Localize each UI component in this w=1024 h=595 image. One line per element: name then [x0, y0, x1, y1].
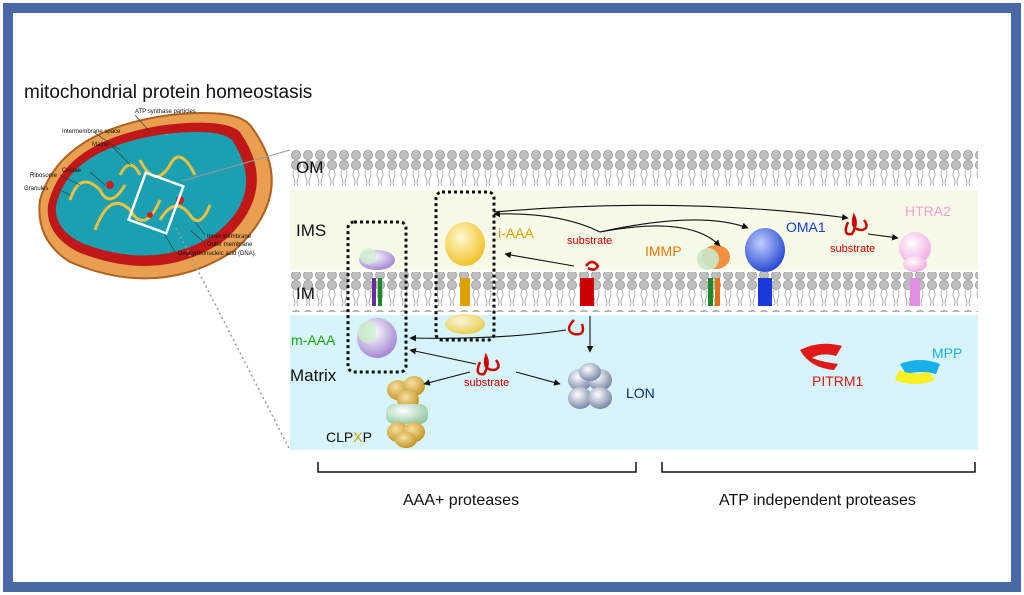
label-immp: IMMP [645, 243, 682, 259]
label-outer-membrane: Outer membrane [207, 242, 253, 248]
immp-protease [697, 245, 730, 306]
label-substrate-htra2: substrate [830, 243, 875, 255]
label-clpxp-p: P [363, 429, 372, 445]
label-intermembrane-space: Intermembrane space [62, 129, 121, 135]
label-m-aaa: m-AAA [291, 332, 336, 348]
flow-arrows [409, 204, 899, 386]
label-granules: Granules [24, 186, 48, 192]
label-atp-independent: ATP independent proteases [719, 492, 916, 509]
mpp-shape-2 [895, 370, 935, 384]
label-lon: LON [626, 385, 655, 401]
label-clpxp: CLPXP [326, 429, 372, 445]
label-clpxp-clp: CLP [326, 429, 353, 445]
m-aaa-dotted-box [346, 220, 408, 374]
label-mpp: MPP [932, 345, 962, 361]
label-om: OM [296, 158, 323, 177]
label-clpxp-x: X [353, 429, 363, 445]
label-ribosome: Ribosome [30, 173, 58, 179]
substrate-matrix-squiggle [476, 352, 500, 376]
label-matrix-small: Matrix [92, 142, 108, 148]
label-matrix: Matrix [290, 366, 337, 385]
label-i-aaa: i-AAA [498, 225, 534, 241]
label-dna: Deoxyribonucleic acid (DNA) [178, 251, 255, 257]
label-pitrm1: PITRM1 [812, 373, 864, 389]
label-aaa-proteases: AAA+ proteases [403, 492, 519, 509]
pitrm1-shape [800, 343, 842, 370]
i-aaa-protease [445, 222, 485, 334]
label-oma1: OMA1 [786, 219, 826, 235]
label-substrate-matrix: substrate [464, 377, 509, 389]
mpp-shape [900, 360, 940, 374]
bracket-atp-independent [661, 462, 976, 473]
lon-protease [568, 363, 612, 409]
label-htra2: HTRA2 [905, 203, 951, 219]
inner-membrane-bilayer [290, 272, 978, 312]
figure-title: mitochondrial protein homeostasis [24, 82, 312, 103]
i-aaa-dotted-box [434, 190, 496, 342]
label-inner-membrane: Inner membrane [207, 234, 252, 240]
substrate-htra2-squiggle [844, 212, 868, 236]
oma1-protease [745, 228, 785, 306]
clpxp-protease [386, 376, 428, 448]
substrate-im [567, 260, 600, 336]
bracket-aaa [317, 462, 637, 473]
label-ims: IMS [296, 221, 326, 240]
outer-membrane-bilayer [290, 150, 978, 190]
label-cristae: Cristae [62, 168, 82, 174]
htra2-protease [899, 232, 931, 306]
label-atp-synthase: ATP synthase particles [135, 109, 196, 115]
label-substrate-ims: substrate [567, 235, 612, 247]
mitochondrion-illustration: ATP synthase particles Intermembrane spa… [24, 109, 291, 451]
label-im: IM [296, 284, 315, 303]
m-aaa-protease [357, 248, 397, 358]
